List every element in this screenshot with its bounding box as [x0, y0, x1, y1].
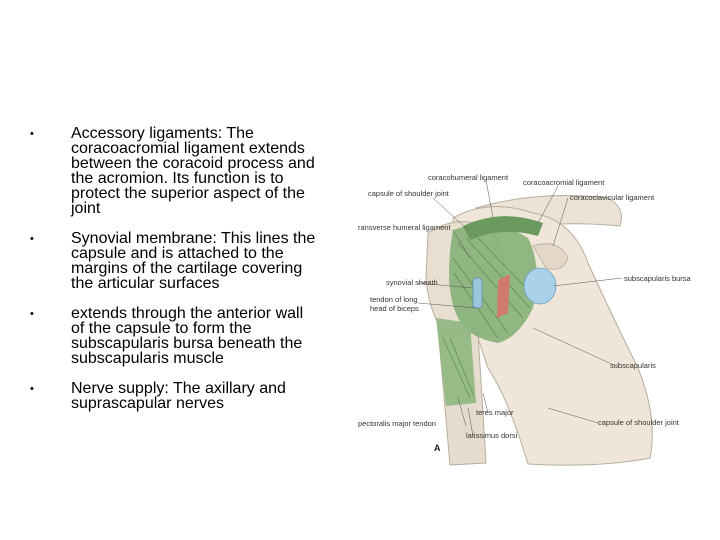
label-subscapularis-bursa: subscapularis bursa	[624, 274, 692, 283]
subscapularis-bursa-shape	[523, 267, 557, 305]
label-capsule-bottom: capsule of shoulder joint	[598, 418, 680, 427]
leader-lines	[417, 179, 623, 437]
label-tendon-long-head-1: tendon of long	[370, 295, 418, 304]
coracoid-process	[532, 243, 569, 270]
panel-letter: A	[434, 443, 441, 453]
bullet-synovial-membrane: • Synovial membrane: This lines the caps…	[30, 230, 320, 292]
bullet-marker: •	[30, 233, 34, 245]
label-subscapularis: subscapularis	[610, 361, 656, 370]
label-coracohumeral-ligament: coracohumeral ligament	[428, 173, 509, 182]
label-tendon-long-head-2: head of biceps	[370, 304, 419, 313]
bullet-list: • Accessory ligaments: The coracoacromia…	[30, 126, 320, 426]
bullet-marker: •	[30, 128, 34, 140]
tendon-band	[436, 318, 476, 406]
label-capsule-top: capsule of shoulder joint	[368, 189, 450, 198]
biceps-tendon-sheath	[472, 277, 483, 309]
label-coracoclavicular-ligament: coracoclavicular ligament	[570, 193, 655, 202]
label-coracoacromial-ligament: coracoacromial ligament	[523, 178, 605, 187]
bullet-text: Accessory ligaments: The coracoacromial …	[71, 125, 315, 217]
bullet-marker: •	[30, 383, 34, 395]
bullet-marker: •	[30, 308, 34, 320]
label-latissimus-dorsi: latissimus dorsi	[466, 431, 518, 440]
bullet-accessory-ligaments: • Accessory ligaments: The coracoacromia…	[30, 125, 320, 217]
bullet-nerve-supply: • Nerve supply: The axillary and suprasc…	[30, 380, 320, 412]
shoulder-joint-illustration: coracohumeral ligament capsule of should…	[358, 173, 692, 466]
bullet-subscapularis-bursa: • extends through the anterior wall of t…	[30, 305, 320, 367]
label-transverse-humeral-ligament: ransverse humeral ligament	[358, 223, 451, 232]
label-pectoralis-major-tendon: pectoralis major tendon	[358, 419, 436, 428]
bullet-text: extends through the anterior wall of the…	[71, 305, 304, 367]
coracohumeral-ligament	[463, 216, 543, 240]
label-teres-major: teres major	[476, 408, 514, 417]
bullet-text: Nerve supply: The axillary and suprascap…	[71, 380, 286, 412]
bullet-text: Synovial membrane: This lines the capsul…	[71, 230, 316, 292]
label-synovial-sheath: synovial sheath	[386, 278, 438, 287]
red-band	[497, 274, 510, 318]
